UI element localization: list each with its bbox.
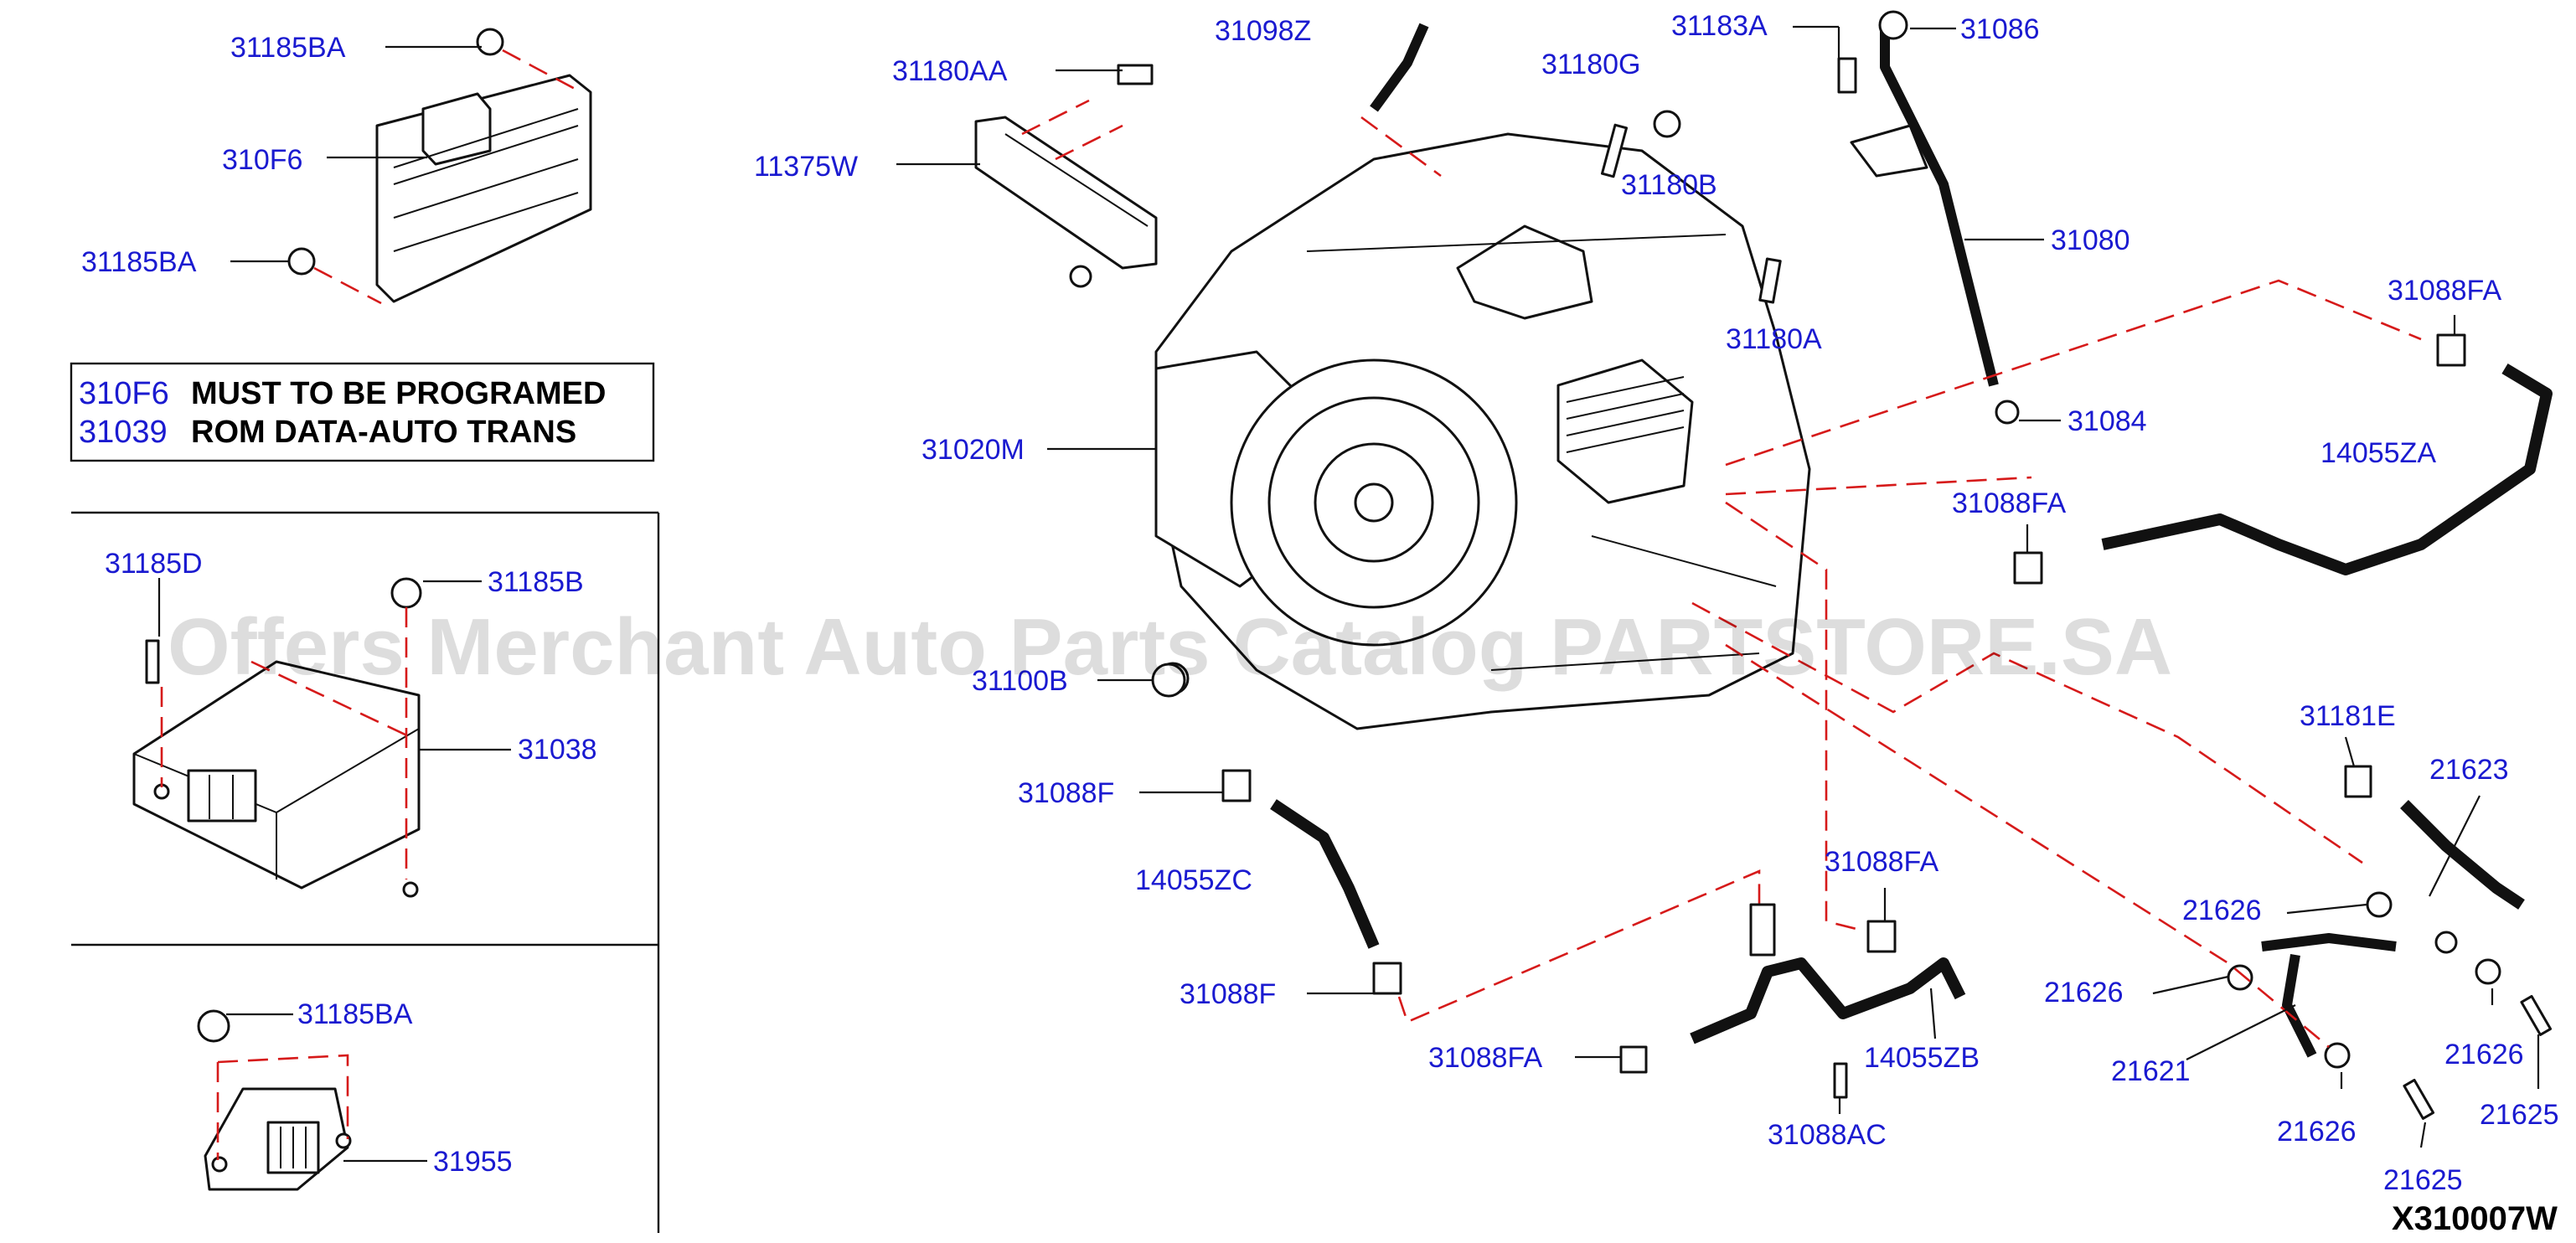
tcm-31038-drawing <box>132 577 422 898</box>
hose-14055zb-drawing <box>1619 903 1966 1099</box>
watermark-text: Offers Merchant Auto Parts Catalog PARTS… <box>168 602 2172 692</box>
note-code-2: 31039 <box>79 415 168 450</box>
bracket-11375w-drawing <box>974 64 1158 288</box>
callout-31180b[interactable]: 31180B <box>1621 169 1717 201</box>
callout-31185d[interactable]: 31185D <box>105 548 203 580</box>
callout-31955[interactable]: 31955 <box>433 1146 513 1178</box>
note-text-1: MUST TO BE PROGRAMED <box>191 376 606 411</box>
callout-31183a[interactable]: 31183A <box>1671 10 1768 42</box>
callout-21621[interactable]: 21621 <box>2111 1055 2191 1087</box>
callout-310f6[interactable]: 310F6 <box>222 144 302 176</box>
callout-31020m[interactable]: 31020M <box>921 434 1025 466</box>
leader-lines <box>157 25 2540 1163</box>
callout-31100b[interactable]: 31100B <box>972 665 1068 697</box>
callout-31088f-bot[interactable]: 31088F <box>1180 978 1276 1010</box>
callout-31181e[interactable]: 31181E <box>2300 700 2396 732</box>
callout-21626-d[interactable]: 21626 <box>2444 1039 2524 1070</box>
callout-14055zb[interactable]: 14055ZB <box>1864 1042 1980 1074</box>
hose-14055za-drawing <box>2013 333 2553 585</box>
bolt-31100b-drawing <box>1151 663 1186 698</box>
callout-31180g[interactable]: 31180G <box>1541 49 1640 80</box>
callout-31038[interactable]: 31038 <box>518 734 597 766</box>
hose-31098z-drawing <box>1370 23 1429 112</box>
transaxle-31020m-drawing <box>1154 132 1811 730</box>
sensor-31955-drawing <box>197 1009 352 1191</box>
callout-31088fa-low[interactable]: 31088FA <box>1825 846 1938 878</box>
dipstick-tube-31080-drawing <box>1837 10 2020 425</box>
callout-31084[interactable]: 31084 <box>2068 405 2147 437</box>
callout-31180a[interactable]: 31180A <box>1726 323 1822 355</box>
callout-31180aa[interactable]: 31180AA <box>892 55 1008 87</box>
callout-31088f-top[interactable]: 31088F <box>1018 777 1114 809</box>
callout-14055za[interactable]: 14055ZA <box>2320 437 2436 469</box>
callout-31185b[interactable]: 31185B <box>488 566 584 598</box>
callout-21623[interactable]: 21623 <box>2429 754 2509 786</box>
note-text-2: ROM DATA-AUTO TRANS <box>191 415 576 450</box>
callout-21625-a[interactable]: 21625 <box>2383 1164 2463 1196</box>
callout-21626-a[interactable]: 21626 <box>2182 895 2262 926</box>
callout-31088fa-btm[interactable]: 31088FA <box>1428 1042 1542 1074</box>
callout-31088fa-mid[interactable]: 31088FA <box>1952 487 2066 519</box>
left-panel-frame <box>71 511 660 1233</box>
callout-31080[interactable]: 31080 <box>2051 224 2130 256</box>
oil-cooler-line-21621-drawing <box>2227 765 2553 1120</box>
callout-31086[interactable]: 31086 <box>1960 13 2040 45</box>
callout-14055zc[interactable]: 14055ZC <box>1135 864 1252 896</box>
callout-21626-b[interactable]: 21626 <box>2044 977 2124 1008</box>
callout-21625-b[interactable]: 21625 <box>2480 1099 2559 1131</box>
callout-31185ba-top[interactable]: 31185BA <box>230 32 346 64</box>
callout-31185ba-bot[interactable]: 31185BA <box>297 998 413 1030</box>
tcm-310f6-drawing <box>287 28 592 303</box>
diagram-id: X310007W <box>2392 1200 2558 1237</box>
bolt-31180a-drawing <box>1758 257 1782 304</box>
callout-labels: 31185BA 310F6 31185BA 31185D 31185B 3103… <box>81 10 2559 1196</box>
callout-31185ba-mid[interactable]: 31185BA <box>81 246 197 278</box>
callout-31098z[interactable]: 31098Z <box>1215 15 1311 47</box>
callout-31088fa-top[interactable]: 31088FA <box>2388 275 2501 307</box>
callout-31088ac[interactable]: 31088AC <box>1768 1119 1887 1151</box>
callout-11375w[interactable]: 11375W <box>754 151 858 183</box>
bolt-31180g-drawing <box>1600 110 1681 178</box>
note-code-1: 310F6 <box>79 376 169 411</box>
hose-14055zc-drawing <box>1221 769 1402 995</box>
callout-21626-c[interactable]: 21626 <box>2277 1116 2357 1148</box>
programming-note-box: 310F6 MUST TO BE PROGRAMED 31039 ROM DAT… <box>70 362 655 462</box>
